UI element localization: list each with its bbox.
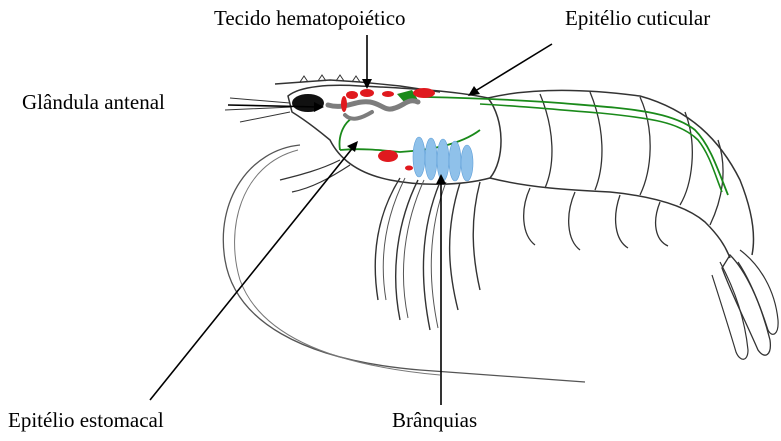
label-tecido-hematopoietico: Tecido hematopoiético xyxy=(214,8,406,29)
tissue-spot xyxy=(382,91,394,97)
gills xyxy=(413,137,473,181)
tissue-spot xyxy=(360,89,374,97)
segment-lines xyxy=(540,92,723,225)
pointer-estomacal-arrowhead xyxy=(347,141,358,152)
antennule xyxy=(225,98,292,122)
label-epitelio-cuticular: Epitélio cuticular xyxy=(565,8,710,29)
legs xyxy=(375,178,480,330)
label-branquias: Brânquias xyxy=(392,410,477,431)
tissue-spot xyxy=(378,150,398,162)
label-epitelio-estomacal: Epitélio estomacal xyxy=(8,410,164,431)
tissue-spot xyxy=(405,166,413,171)
label-glandula-antenal: Glândula antenal xyxy=(22,92,165,113)
pointer-tecido-arrowhead xyxy=(362,79,372,89)
abdomen-bottom xyxy=(490,178,730,258)
pointer-estomacal xyxy=(150,145,355,400)
uropod-2 xyxy=(712,262,748,359)
legs-inner xyxy=(383,178,446,328)
pointer-cuticular-arrowhead xyxy=(468,86,480,96)
tissue-spot xyxy=(341,96,347,112)
antennal-gland-2 xyxy=(345,112,372,119)
pointer-cuticular xyxy=(472,44,552,93)
tissue-spot xyxy=(346,91,358,99)
antenna-whip-2 xyxy=(235,150,440,375)
uropod xyxy=(738,250,778,334)
tissue-spot xyxy=(413,88,435,98)
